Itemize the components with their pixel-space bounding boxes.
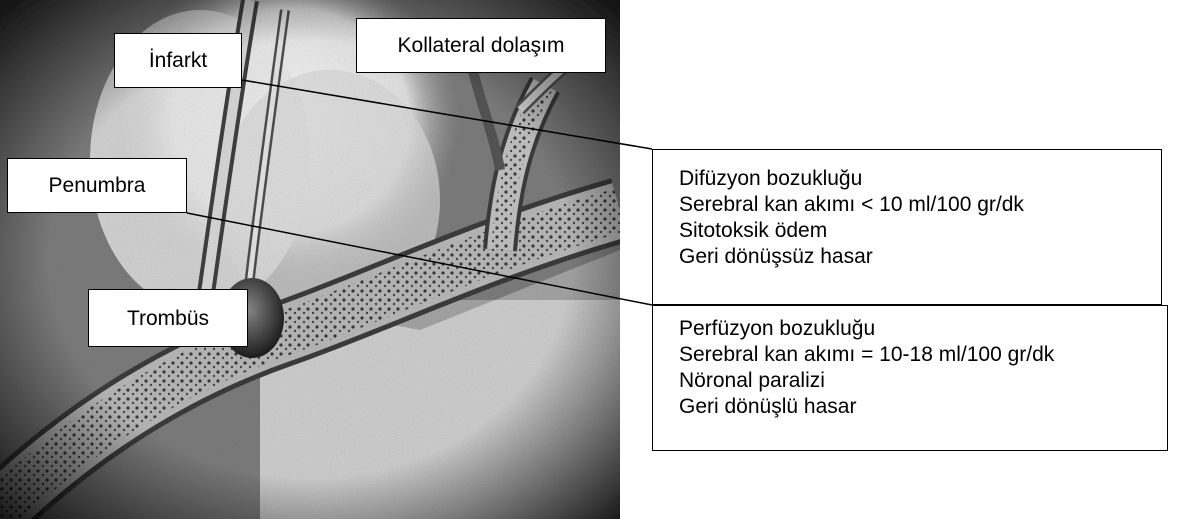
penumbra-info-line-2: Serebral kan akımı = 10-18 ml/100 gr/dk — [679, 342, 1167, 368]
infarct-info-box: Difüzyon bozukluğu Serebral kan akımı < … — [652, 149, 1162, 305]
vessel-illustration — [0, 0, 620, 519]
penumbra-info-line-3: Nöronal paralizi — [679, 368, 1167, 394]
penumbra-info-line-4: Geri dönüşlü hasar — [679, 394, 1167, 420]
thrombus-label-text: Trombüs — [127, 308, 209, 329]
penumbra-info-box: Perfüzyon bozukluğu Serebral kan akımı =… — [652, 305, 1168, 451]
penumbra-label: Penumbra — [7, 158, 187, 213]
infarct-label: İnfarkt — [114, 33, 242, 88]
penumbra-info-line-1: Perfüzyon bozukluğu — [679, 316, 1167, 342]
infarct-info-line-3: Sitotoksik ödem — [679, 218, 1161, 244]
penumbra-label-text: Penumbra — [49, 175, 146, 196]
infarct-info-line-1: Difüzyon bozukluğu — [679, 166, 1161, 192]
infarct-info-line-4: Geri dönüşsüz hasar — [679, 244, 1161, 270]
infarct-info-line-2: Serebral kan akımı < 10 ml/100 gr/dk — [679, 192, 1161, 218]
collateral-label-text: Kollateral dolaşım — [398, 35, 565, 56]
thrombus-label: Trombüs — [88, 289, 248, 347]
infarct-label-text: İnfarkt — [149, 50, 207, 71]
collateral-circulation-label: Kollateral dolaşım — [356, 18, 606, 73]
